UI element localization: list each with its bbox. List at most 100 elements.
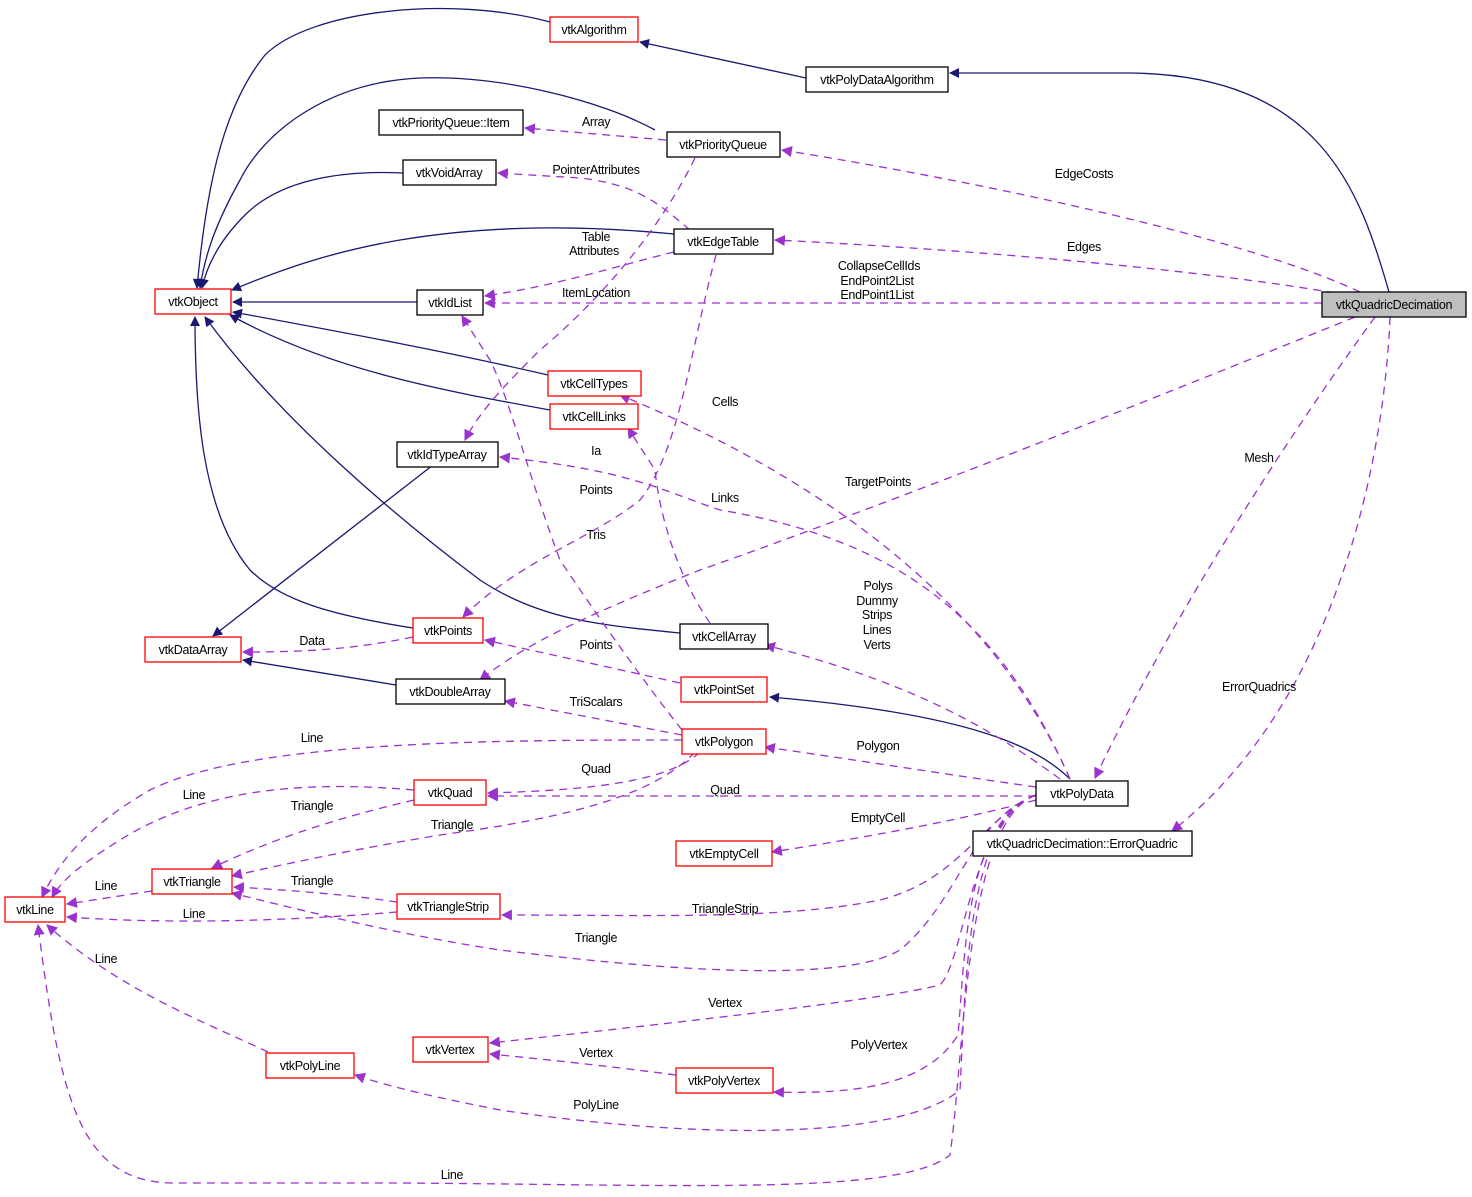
node-vtkemptycell[interactable]: vtkEmptyCell <box>675 840 773 867</box>
edge-label-collapsecellids: CollapseCellIds <box>838 259 920 273</box>
node-label: vtkPolyVertex <box>688 1074 761 1088</box>
edge-label-links: Links <box>711 491 739 505</box>
edge-label-polygon: Polygon <box>856 739 899 753</box>
edge-label-endpoint1list: EndPoint1List <box>840 288 914 302</box>
edge-label-line-polydata: Line <box>441 1168 464 1182</box>
node-vtkidtypearray[interactable]: vtkIdTypeArray <box>396 441 499 468</box>
node-label: vtkTriangleStrip <box>407 900 489 914</box>
node-label: vtkPriorityQueue::Item <box>392 116 509 130</box>
edge-label-errorquadrics: ErrorQuadrics <box>1222 680 1296 694</box>
edge-label-table: Table <box>582 230 611 244</box>
edge-label-quad: Quad <box>710 783 740 797</box>
edge-label-targetpoints: TargetPoints <box>845 475 911 489</box>
node-vtkquadricdecimation-errorquadric[interactable]: vtkQuadricDecimation::ErrorQuadric <box>972 830 1193 857</box>
node-vtkdataarray[interactable]: vtkDataArray <box>144 636 242 663</box>
edge-cellarray-to-object <box>204 316 681 634</box>
node-vtkpriorityqueue[interactable]: vtkPriorityQueue <box>666 131 781 158</box>
node-label: vtkQuadricDecimation::ErrorQuadric <box>987 837 1178 851</box>
edge-label-triangle-strip-tri: Triangle <box>291 874 334 888</box>
node-vtkvertex[interactable]: vtkVertex <box>412 1036 489 1063</box>
edge-polydata-polys <box>763 642 1061 780</box>
edge-label-emptycell: EmptyCell <box>851 811 905 825</box>
edge-label-triangle-quad: Triangle <box>291 799 334 813</box>
node-label: vtkAlgorithm <box>561 23 626 37</box>
edge-label-lines: Lines <box>863 623 891 637</box>
node-vtkcelltypes[interactable]: vtkCellTypes <box>547 370 642 397</box>
node-label: vtkPolyDataAlgorithm <box>820 73 934 87</box>
node-vtkalgorithm[interactable]: vtkAlgorithm <box>549 16 639 43</box>
edge-voidarray-to-object <box>199 171 404 289</box>
edge-polydata-line <box>33 794 1037 1187</box>
node-label: vtkDoubleArray <box>409 685 491 699</box>
edge-label-edges: Edges <box>1067 240 1101 254</box>
edge-polydata-triangle <box>230 794 1037 972</box>
node-vtktrianglestrip[interactable]: vtkTriangleStrip <box>396 893 501 920</box>
node-label: vtkDataArray <box>159 643 229 657</box>
node-vtkline[interactable]: vtkLine <box>4 896 66 923</box>
node-label: vtkEmptyCell <box>689 847 758 861</box>
edge-points-data <box>241 636 414 658</box>
node-vtkcellarray[interactable]: vtkCellArray <box>679 623 769 650</box>
edge-label-endpoint2list: EndPoint2List <box>840 274 914 288</box>
edge-label-cells: Cells <box>712 395 738 409</box>
node-vtkvoidarray[interactable]: vtkVoidArray <box>402 159 497 186</box>
node-vtkcelllinks[interactable]: vtkCellLinks <box>549 403 639 430</box>
edge-edgetable-tableattributes <box>483 251 675 301</box>
node-vtkpolydata[interactable]: vtkPolyData <box>1035 780 1129 807</box>
node-vtkobject[interactable]: vtkObject <box>154 288 232 315</box>
edge-label-trianglestrip: TriangleStrip <box>692 902 759 916</box>
edge-label-attributes: Attributes <box>569 244 619 258</box>
edge-priorityqueue-array <box>523 123 667 141</box>
node-label: vtkCellLinks <box>562 410 625 424</box>
edge-label-line-quad: Line <box>183 788 206 802</box>
edge-label-array: Array <box>582 115 611 129</box>
edge-polydata-ia <box>498 452 1071 780</box>
nodes: vtkAlgorithm vtkPolyDataAlgorithm vtkPri… <box>4 16 1467 1094</box>
node-vtkquad[interactable]: vtkQuad <box>413 779 487 806</box>
inheritance-edges <box>190 7 1390 780</box>
usage-edges <box>33 123 1391 1187</box>
edge-quad-line <box>51 785 415 898</box>
node-label: vtkEdgeTable <box>687 235 759 249</box>
node-label: vtkVertex <box>426 1043 476 1057</box>
edge-strip-line <box>65 911 398 924</box>
node-label: vtkVoidArray <box>416 166 484 180</box>
node-vtkpolyline[interactable]: vtkPolyLine <box>265 1052 355 1079</box>
edge-celltypes-to-object <box>232 308 549 376</box>
edge-polygon-line <box>41 739 683 898</box>
node-vtkpolygon[interactable]: vtkPolygon <box>681 728 767 755</box>
edge-label-triscalars: TriScalars <box>570 695 623 709</box>
node-label: vtkTriangle <box>163 875 221 889</box>
node-vtkquadricdecimation[interactable]: vtkQuadricDecimation <box>1321 291 1467 318</box>
edge-quadric-edges <box>773 234 1336 294</box>
edge-polydata-emptycell <box>770 799 1037 856</box>
node-vtkedgetable[interactable]: vtkEdgeTable <box>673 228 774 255</box>
edge-label-vertex-polydata: Vertex <box>708 996 743 1010</box>
node-vtkpolyvertex[interactable]: vtkPolyVertex <box>675 1067 774 1094</box>
edge-edgetable-to-object <box>231 227 675 292</box>
edge-polyline-line <box>46 924 269 1053</box>
edge-polydata-trianglestrip <box>500 794 1037 921</box>
edge-label-pointerattributes: PointerAttributes <box>552 163 639 177</box>
edge-points-to-object <box>190 316 414 629</box>
edge-label-quad-polygon: Quad <box>581 762 611 776</box>
node-label: vtkPolygon <box>695 735 753 749</box>
edge-polygon-triscalars <box>503 697 683 736</box>
node-vtkpolydataalgorithm[interactable]: vtkPolyDataAlgorithm <box>805 66 949 93</box>
node-vtkidlist[interactable]: vtkIdList <box>416 289 484 316</box>
node-vtkpointset[interactable]: vtkPointSet <box>680 676 768 703</box>
edge-triangle-line <box>65 890 153 908</box>
node-vtkpoints[interactable]: vtkPoints <box>412 617 484 644</box>
node-label: vtkPoints <box>424 624 472 638</box>
node-vtkpriorityqueue-item[interactable]: vtkPriorityQueue::Item <box>378 109 524 136</box>
edge-polydata-cells <box>618 393 1071 780</box>
node-label: vtkIdList <box>428 296 472 310</box>
edge-label-itemlocation: ItemLocation <box>562 286 630 300</box>
node-vtkdoublearray[interactable]: vtkDoubleArray <box>395 678 506 705</box>
edge-polydata-polyvertex <box>772 794 1037 1098</box>
edge-celllinks-to-object <box>229 314 551 411</box>
node-vtktriangle[interactable]: vtkTriangle <box>151 868 233 895</box>
edge-label-verts: Verts <box>864 638 891 652</box>
edge-priorityqueue-to-object <box>196 77 656 289</box>
